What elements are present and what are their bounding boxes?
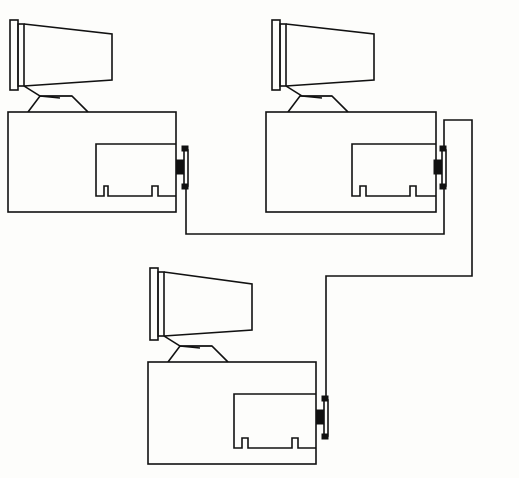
monitor-2 <box>272 20 374 98</box>
monitor-3-screen-edge <box>158 272 164 336</box>
monitor-3 <box>150 268 252 348</box>
bnc-3-bar <box>324 400 328 436</box>
network-card-1 <box>96 144 176 196</box>
system-unit-2 <box>266 112 436 212</box>
monitor-3-body <box>164 272 252 336</box>
bnc-1-bar <box>184 150 188 186</box>
monitor-2-screen-edge <box>280 24 286 86</box>
monitor-1-screen-edge <box>18 24 24 86</box>
computer-3 <box>148 268 328 464</box>
bnc-3-cap-top <box>322 396 328 401</box>
monitor-3-front-bezel <box>150 268 158 340</box>
network-card-1-outline <box>96 144 176 196</box>
monitor-2-body <box>286 24 374 86</box>
cable-2-to-3 <box>326 120 472 396</box>
bnc-2-cap-bottom <box>440 184 446 189</box>
bnc-2-cap-top <box>440 146 446 151</box>
computer-2 <box>266 20 446 212</box>
bnc-1-plug <box>176 160 184 174</box>
network-card-2-outline <box>352 144 436 196</box>
bnc-1-cap-bottom <box>182 184 188 189</box>
bnc-2-bar <box>442 150 446 186</box>
network-card-3-outline <box>234 394 316 448</box>
bnc-2-plug <box>434 160 442 174</box>
monitor-1-front-bezel <box>10 20 18 90</box>
system-unit-1 <box>8 112 176 212</box>
bnc-t-connector-1 <box>176 146 188 189</box>
monitor-2-front-bezel <box>272 20 280 90</box>
monitor-1 <box>10 20 112 98</box>
bnc-3-plug <box>316 410 324 424</box>
bnc-3-cap-bottom <box>322 434 328 439</box>
network-card-2 <box>352 144 436 196</box>
bnc-t-connector-3 <box>316 396 328 439</box>
bnc-1-cap-top <box>182 146 188 151</box>
monitor-1-body <box>24 24 112 86</box>
network-card-3 <box>234 394 316 448</box>
computer-1 <box>8 20 188 212</box>
